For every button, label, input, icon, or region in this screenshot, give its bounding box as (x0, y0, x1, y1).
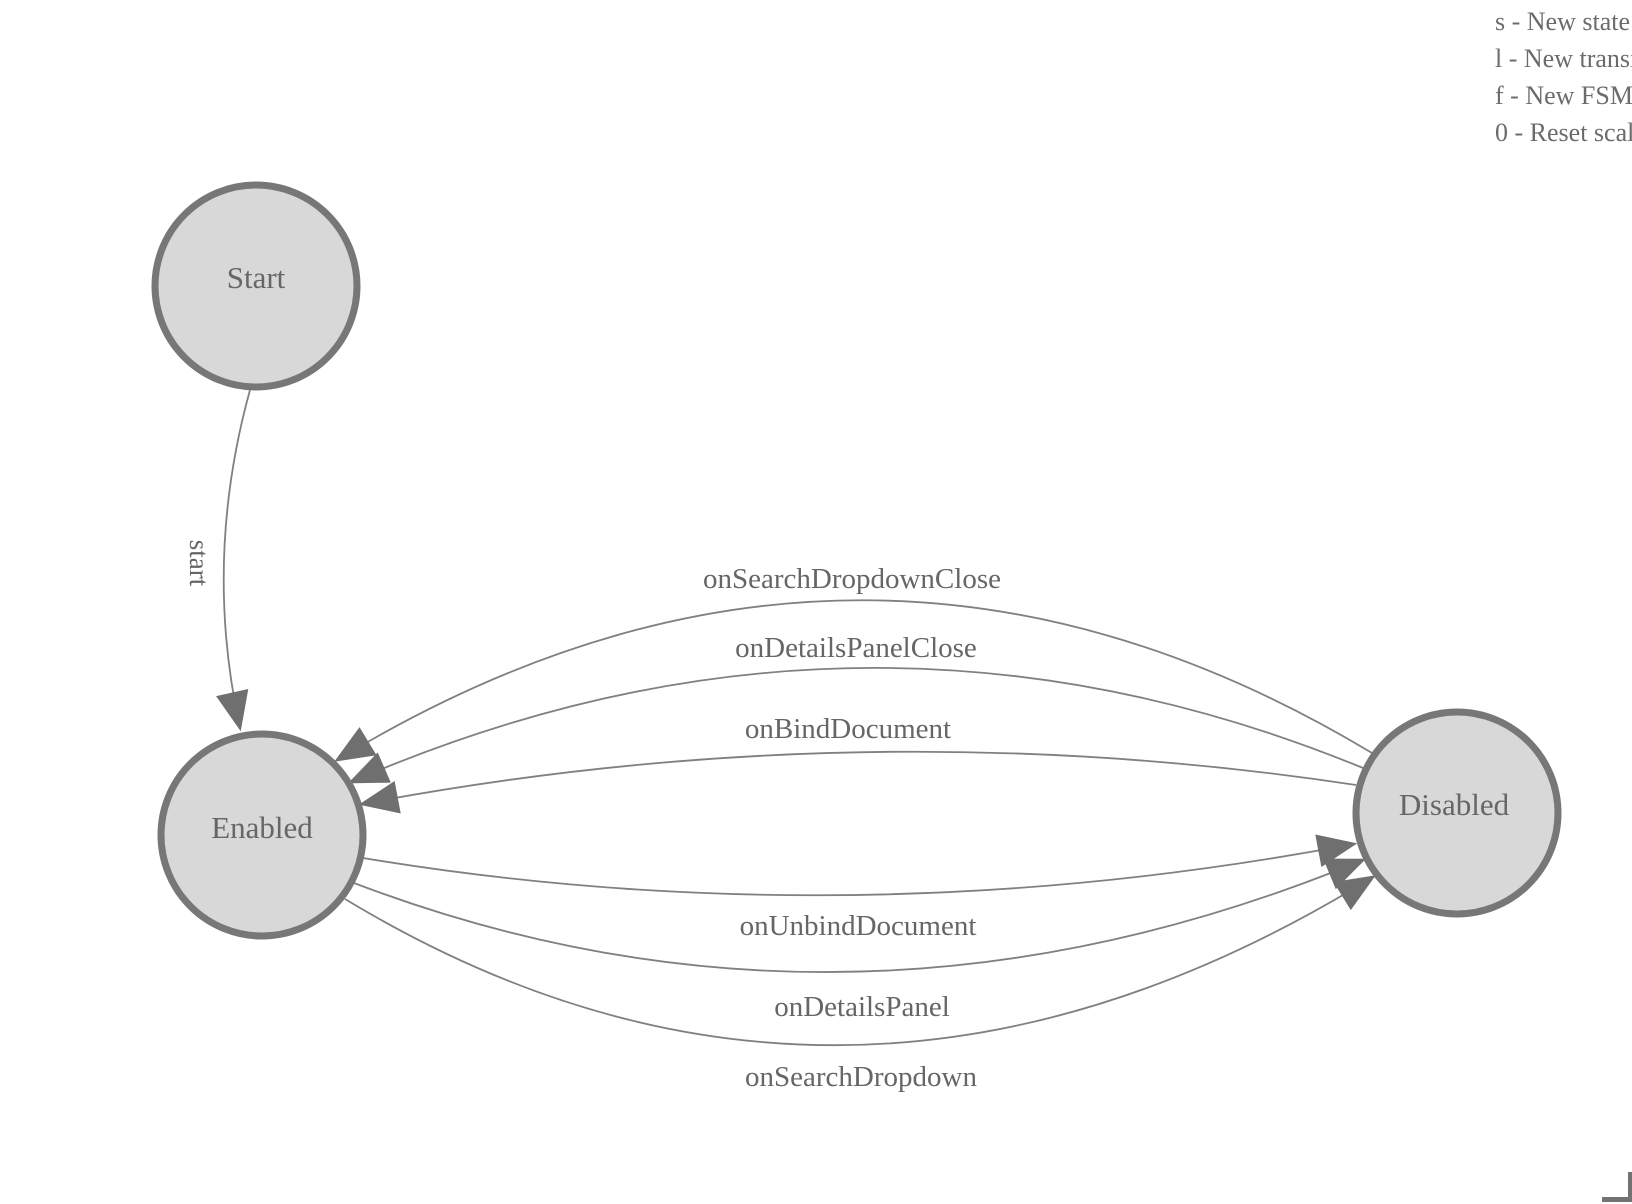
transition-edge-onunbinddocument[interactable] (362, 834, 1358, 897)
state-node-enabled[interactable] (157, 730, 367, 940)
state-label-enabled: Enabled (211, 810, 313, 845)
legend-line-reset-scale: 0 - Reset scale (1495, 118, 1632, 147)
transition-label-onsearchdropdownclose: onSearchDropdownClose (703, 563, 1001, 595)
transition-edge-ondetailspanel[interactable] (353, 858, 1367, 973)
transition-labels: start onSearchDropdownClose onDetailsPan… (184, 540, 1001, 1093)
state-node-disabled[interactable] (1352, 708, 1562, 918)
transition-edges (216, 389, 1376, 1047)
transition-edge-onsearchdropdown[interactable] (344, 875, 1376, 1047)
transition-label-ondetailspanelclose: onDetailsPanelClose (735, 632, 977, 664)
legend-line-new-transition: l - New transition (1495, 44, 1632, 73)
transition-edge-start-to-enabled[interactable] (216, 389, 251, 732)
transition-label-ondetailspanel: onDetailsPanel (774, 991, 950, 1023)
resize-handle-corner[interactable] (1602, 1172, 1632, 1202)
legend-line-new-fsm: f - New FSM (1495, 81, 1632, 110)
transition-edge-onbinddocument[interactable] (358, 750, 1357, 814)
transition-label-start: start (184, 540, 214, 587)
state-label-disabled: Disabled (1399, 787, 1510, 822)
transition-label-onbinddocument: onBindDocument (745, 713, 951, 745)
state-label-start: Start (227, 260, 286, 295)
legend-line-new-state: s - New state (1495, 7, 1631, 36)
shortcuts-legend: s - New state l - New transition f - New… (1495, 3, 1632, 151)
transition-edge-ondetailspanelclose[interactable] (347, 666, 1364, 784)
state-node-start[interactable] (151, 181, 361, 391)
transition-edge-onsearchdropdownclose[interactable] (334, 599, 1373, 762)
transition-label-onsearchdropdown: onSearchDropdown (745, 1061, 977, 1093)
state-nodes: Start Enabled Disabled (151, 181, 1562, 940)
transition-label-onunbinddocument: onUnbindDocument (740, 910, 977, 942)
